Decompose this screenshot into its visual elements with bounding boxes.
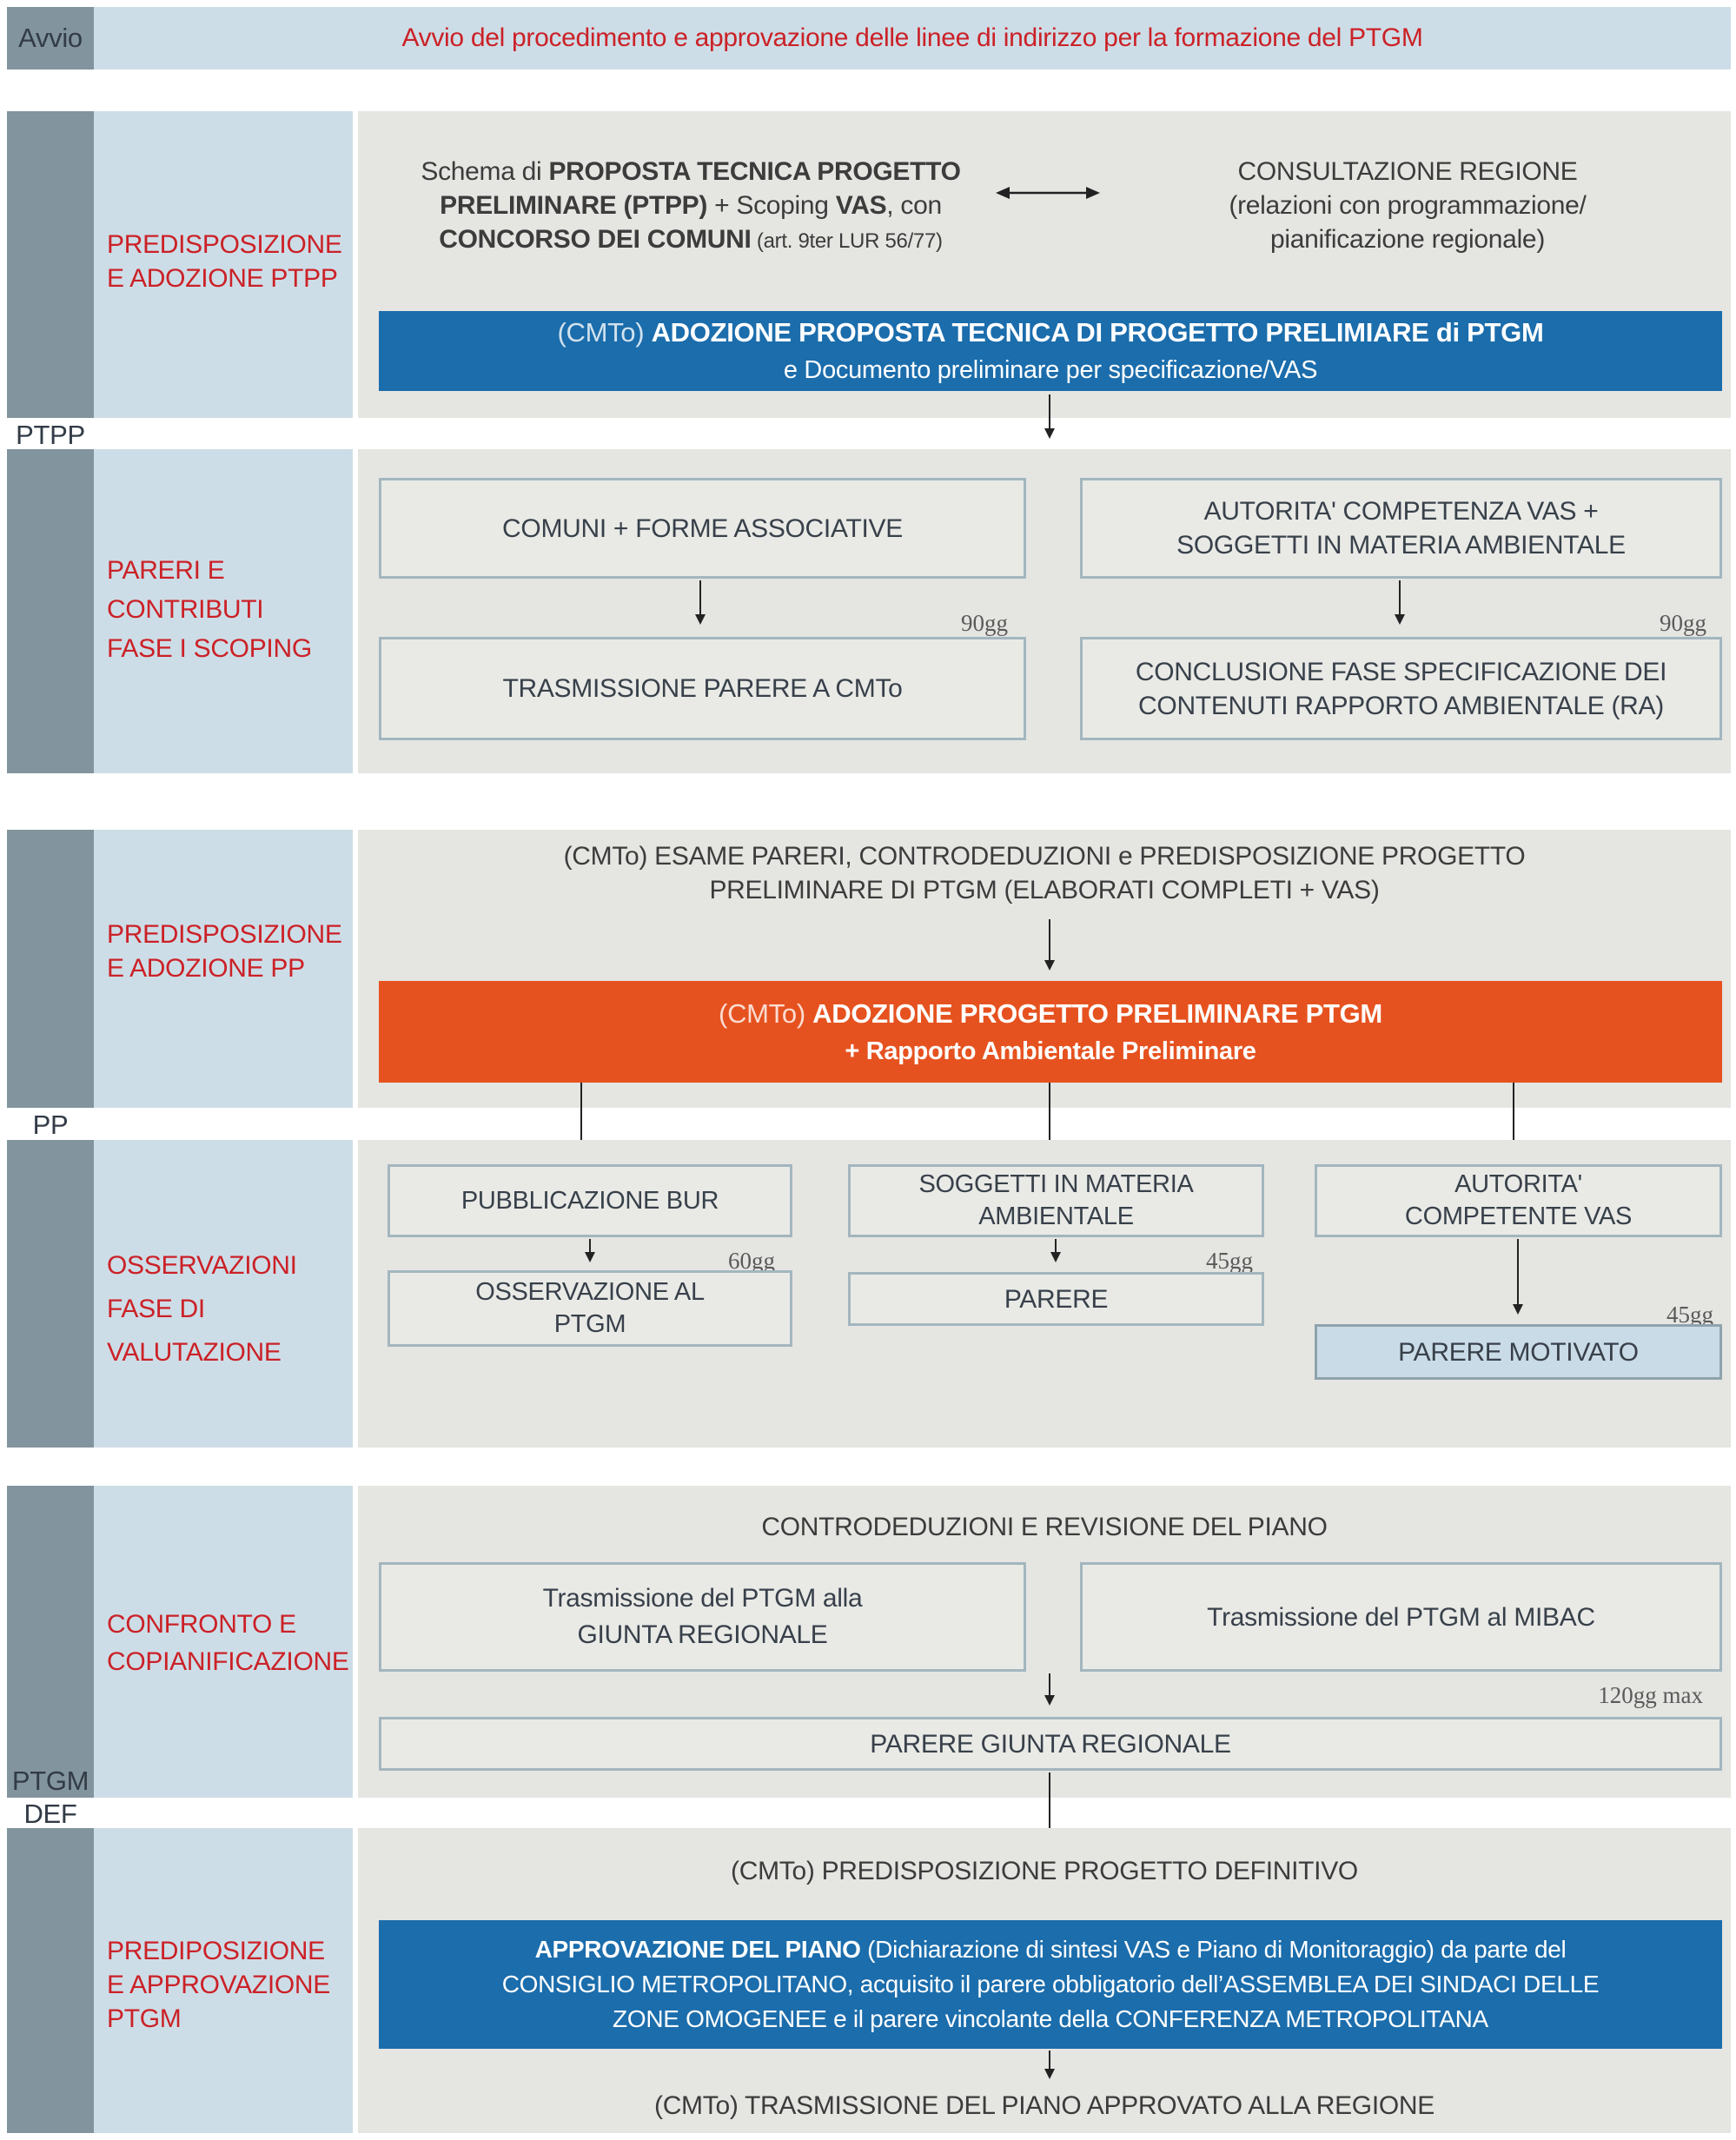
phase-label-predisposizione-adozione-ptpp: PREDISPOSIZIONE E ADOZIONE PTPP (107, 230, 342, 293)
stage-tag-pp: PP (32, 1110, 69, 1140)
deadline-90gg-right: 90gg (1660, 610, 1706, 636)
box-trasmissione-giunta-regionale: Trasmissione del PTGM alla GIUNTA REGION… (379, 1562, 1026, 1672)
section3-rowA-dark-column (7, 1486, 94, 1798)
consultazione-regione-text: CONSULTAZIONE REGIONE (relazioni con pro… (1229, 157, 1587, 254)
esame-pareri-title: (CMTo) ESAME PARERI, CONTRODEDUZIONI e P… (563, 842, 1526, 904)
arrow-comuni-to-trasmissione (694, 580, 706, 625)
box-parere: PARERE (848, 1272, 1264, 1326)
phase-label-pareri-contributi-scoping: PARERI E CONTRIBUTI FASE I SCOPING (107, 556, 312, 663)
stage-tag-ptpp: PTPP (16, 420, 85, 450)
arrow-autorita-to-parere-motivato (1512, 1239, 1523, 1315)
deadline-45gg-right: 45gg (1666, 1302, 1713, 1328)
box-soggetti-materia-ambientale: SOGGETTI IN MATERIA AMBIENTALE (848, 1164, 1264, 1237)
avvio-banner: Avvio del procedimento e approvazione de… (94, 7, 1731, 70)
box-autorita-competente-vas: AUTORITA' COMPETENTE VAS (1315, 1164, 1722, 1237)
section1-rowA-label-cell (94, 111, 353, 418)
progetto-definitivo-title: (CMTo) PREDISPOSIZIONE PROGETTO DEFINITI… (731, 1857, 1358, 1885)
adozione-pp-orange-bar: (CMTo) ADOZIONE PROGETTO PRELIMINARE PTG… (379, 981, 1722, 1083)
deadline-90gg-left: 90gg (961, 610, 1008, 636)
arrow-autorita-to-conclusione (1394, 580, 1405, 625)
avvio-side-tag: Avvio (7, 7, 94, 70)
section2-rowB-label-cell (94, 1140, 353, 1448)
section3-rowA-label-cell (94, 1486, 353, 1798)
section1-rowA-dark-column (7, 111, 94, 418)
schema-ptpp-text: Schema di PROPOSTA TECNICA PROGETTO PREL… (421, 157, 961, 254)
double-arrow-icon (996, 187, 1100, 199)
box-osservazione-al-ptgm: OSSERVAZIONE AL PTGM (388, 1270, 792, 1347)
avvio-side-tag-label: Avvio (18, 23, 83, 53)
section2-rowA-dark-column (7, 830, 94, 1108)
section2-rowA-label-cell (94, 830, 353, 1108)
arrow-bluebar-to-scoping (1044, 394, 1055, 439)
section3-rowB-label-cell (94, 1828, 353, 2133)
phase-label-predisposizione-approvazione-ptgm: PREDIPOSIZIONE E APPROVAZIONE PTGM (107, 1937, 330, 2033)
approvazione-piano-blue-box: APPROVAZIONE DEL PIANO (Dichiarazione di… (379, 1920, 1722, 2049)
box-autorita-competenza-vas: AUTORITA' COMPETENZA VAS + SOGGETTI IN M… (1080, 478, 1722, 579)
phase-label-osservazioni-valutazione: OSSERVAZIONI FASE DI VALUTAZIONE (107, 1251, 297, 1367)
box-parere-motivato: PARERE MOTIVATO (1315, 1324, 1722, 1380)
arrow-esame-to-orange (1044, 919, 1055, 971)
controdeduzioni-title: CONTRODEDUZIONI E REVISIONE DEL PIANO (761, 1513, 1328, 1541)
phase-label-confronto-copianificazione: CONFRONTO E COPIANIFICAZIONE (107, 1610, 349, 1676)
box-conclusione-fase-specificazione: CONCLUSIONE FASE SPECIFICAZIONE DEI CONT… (1080, 637, 1722, 740)
box-comuni-forme-associative: COMUNI + FORME ASSOCIATIVE (379, 478, 1026, 579)
arrow-soggetti-to-parere (1050, 1239, 1061, 1262)
arrow-approvazione-to-trasmissione (1044, 2051, 1055, 2079)
section1-rowB-label-cell (94, 449, 353, 773)
phase-label-predisposizione-adozione-pp: PREDISPOSIZIONE E ADOZIONE PP (107, 920, 342, 983)
deadline-45gg-center: 45gg (1206, 1248, 1253, 1274)
avvio-banner-title: Avvio del procedimento e approvazione de… (401, 23, 1423, 52)
arrow-parere-giunta-to-definitivo (1044, 1772, 1055, 1839)
box-trasmissione-parere-cmto: TRASMISSIONE PARERE A CMTo (379, 637, 1026, 740)
deadline-120gg-max: 120gg max (1598, 1682, 1703, 1708)
arrow-giunta-to-parere-giunta (1044, 1673, 1055, 1706)
box-pubblicazione-bur: PUBBLICAZIONE BUR (388, 1164, 792, 1237)
stage-tag-ptgm-def: PTGM DEF (11, 1766, 89, 1829)
trasmissione-regione-title: (CMTo) TRASMISSIONE DEL PIANO APPROVATO … (654, 2091, 1435, 2120)
section3-rowB-dark-column (7, 1828, 94, 2133)
adozione-ptpp-blue-bar: (CMTo) ADOZIONE PROPOSTA TECNICA DI PROG… (379, 311, 1722, 391)
deadline-60gg: 60gg (728, 1248, 775, 1274)
box-parere-giunta-regionale: PARERE GIUNTA REGIONALE (379, 1717, 1722, 1771)
section2-rowB-dark-column (7, 1140, 94, 1448)
section1-rowB-dark-column (7, 449, 94, 773)
arrow-bur-to-osservazione (584, 1239, 595, 1262)
box-trasmissione-mibac: Trasmissione del PTGM al MIBAC (1080, 1562, 1722, 1672)
